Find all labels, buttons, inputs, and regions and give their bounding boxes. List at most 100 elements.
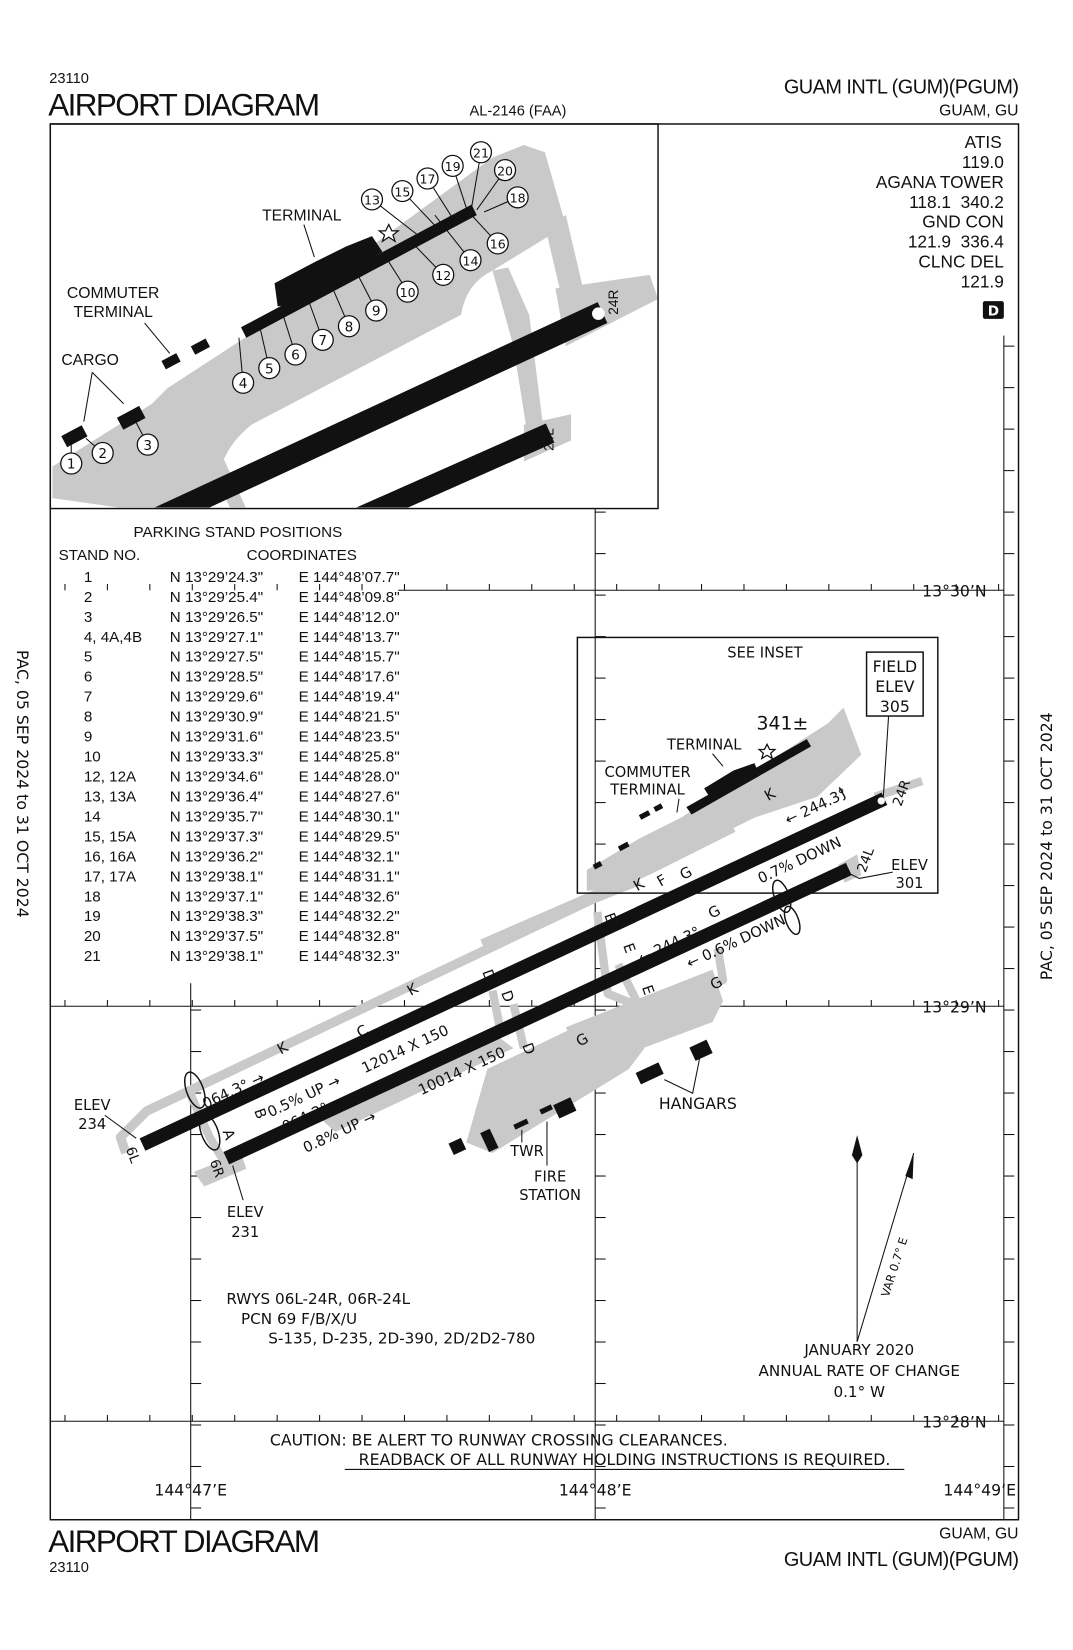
parking-stand-number: 12, 12A bbox=[84, 769, 137, 786]
stand-marker[interactable]: 10 bbox=[387, 259, 419, 303]
stand-marker[interactable]: 17 bbox=[416, 167, 454, 219]
runway-end-6r: 6R bbox=[206, 1157, 227, 1180]
parking-stand-number: 15, 15A bbox=[84, 828, 137, 845]
runway-6l-24r[interactable] bbox=[139, 792, 888, 1151]
magnetic-variation: VAR 0.7° E JANUARY 2020 ANNUAL RATE OF C… bbox=[759, 1135, 960, 1401]
runway-info-line: RWYS 06L-24R, 06R-24L bbox=[226, 1290, 410, 1308]
stand-marker[interactable]: 6 bbox=[282, 314, 307, 366]
inset-terminal-label: TERMINAL bbox=[262, 207, 342, 224]
parking-stand-longitude: E 144°48’28.0" bbox=[299, 769, 400, 786]
stand-number: 3 bbox=[143, 438, 152, 454]
stand-marker[interactable]: 5 bbox=[258, 327, 281, 380]
stand-marker[interactable]: 19 bbox=[441, 154, 467, 208]
runway-end-24l: 24L bbox=[854, 845, 878, 874]
stand-marker[interactable]: 18 bbox=[483, 186, 529, 213]
parking-stand-number: 14 bbox=[84, 808, 101, 825]
parking-stand-longitude: E 144°48’27.6" bbox=[299, 788, 400, 805]
taxiway-label: D bbox=[478, 967, 498, 983]
parking-stand-latitude: N 13°29’35.7" bbox=[170, 808, 263, 825]
d-symbol-letter: D bbox=[988, 304, 999, 320]
parking-stand-longitude: E 144°48’09.8" bbox=[299, 589, 400, 606]
effective-dates-left: PAC, 05 SEP 2024 to 31 OCT 2024 bbox=[13, 650, 32, 918]
stand-marker[interactable]: 9 bbox=[357, 275, 388, 322]
stand-marker[interactable]: 20 bbox=[476, 158, 517, 211]
stand-marker[interactable]: 2 bbox=[85, 437, 114, 465]
parking-stand-number: 1 bbox=[84, 569, 92, 586]
longitude-label-144-48: 144°48’E bbox=[559, 1481, 632, 1500]
parking-stand-markers: 1 2 3 4 5 6 7 8 9 10 12 13 14 15 16 17 1… bbox=[60, 141, 529, 475]
parking-stand-latitude: N 13°29’25.4" bbox=[170, 589, 263, 606]
parking-stand-latitude: N 13°29’28.5" bbox=[170, 669, 263, 686]
parking-stand-latitude: N 13°29’36.2" bbox=[170, 848, 263, 865]
inset-runway-24r: 24R bbox=[606, 290, 621, 315]
stand-marker[interactable]: 3 bbox=[135, 422, 159, 456]
caution-line-1: CAUTION: BE ALERT TO RUNWAY CROSSING CLE… bbox=[270, 1430, 728, 1449]
stand-marker[interactable]: 12 bbox=[413, 244, 455, 286]
parking-col-coords: COORDINATES bbox=[247, 547, 357, 564]
variation-date: JANUARY 2020 bbox=[803, 1341, 914, 1359]
stand-marker[interactable]: 4 bbox=[231, 337, 255, 394]
parking-stand-number: 9 bbox=[84, 729, 92, 746]
parking-stand-latitude: N 13°29’38.1" bbox=[170, 948, 263, 965]
runway-end-6l: 6L bbox=[122, 1145, 143, 1166]
inset-runway-24l: 24L bbox=[541, 428, 556, 451]
footer-location: GUAM, GU bbox=[939, 1526, 1018, 1543]
see-inset-label[interactable]: SEE INSET bbox=[727, 644, 802, 661]
page-title: AIRPORT DIAGRAM bbox=[48, 88, 318, 123]
see-inset-box[interactable] bbox=[576, 636, 939, 894]
true-north-arrow-icon bbox=[851, 1135, 863, 1164]
parking-stand-longitude: E 144°48’25.8" bbox=[299, 749, 400, 766]
stand-marker[interactable]: 1 bbox=[60, 440, 83, 475]
parking-stand-longitude: E 144°48’32.2" bbox=[299, 908, 400, 925]
chart-number: 23110 bbox=[49, 71, 89, 87]
field-elev-label: FIELD bbox=[873, 657, 917, 676]
runway-6r-24l[interactable] bbox=[223, 862, 852, 1165]
stand-marker[interactable]: 21 bbox=[469, 141, 493, 208]
header: 23110 AIRPORT DIAGRAM AL-2146 (FAA) GUAM… bbox=[48, 71, 1019, 123]
fire-station-label-2: STATION bbox=[519, 1187, 581, 1204]
stand-marker[interactable]: 8 bbox=[332, 289, 361, 338]
freq-atis-label: ATIS bbox=[965, 132, 1002, 152]
parking-stand-longitude: E 144°48’32.3" bbox=[299, 948, 400, 965]
parking-stand-latitude: N 13°29’36.4" bbox=[170, 788, 263, 805]
stand-marker[interactable]: 13 bbox=[360, 188, 420, 237]
parking-stand-number: 10 bbox=[84, 749, 101, 766]
stand-number: 20 bbox=[497, 163, 513, 178]
parking-stand-longitude: E 144°48’12.0" bbox=[299, 609, 400, 626]
parking-stand-number: 17, 17A bbox=[84, 868, 137, 885]
parking-stand-number: 5 bbox=[84, 649, 92, 666]
terminal-label: TERMINAL bbox=[666, 737, 742, 754]
runway-info-line: PCN 69 F/B/X/U bbox=[241, 1310, 357, 1328]
commuter-terminal-label: COMMUTER bbox=[604, 764, 690, 781]
frequency-list: ATIS 119.0 AGANA TOWER 118.1 340.2 GND C… bbox=[876, 132, 1004, 291]
stand-number: 13 bbox=[364, 193, 380, 208]
parking-stand-latitude: N 13°29’37.5" bbox=[170, 928, 263, 945]
airport-location: GUAM, GU bbox=[939, 103, 1018, 120]
fire-station-label: FIRE bbox=[534, 1168, 566, 1185]
latitude-label-13-29: 13°29’N bbox=[922, 998, 987, 1017]
parking-stand-latitude: N 13°29’33.3" bbox=[170, 749, 263, 766]
stand-number: 12 bbox=[435, 268, 451, 283]
parking-stand-longitude: E 144°48’30.1" bbox=[299, 808, 400, 825]
parking-stand-longitude: E 144°48’32.6" bbox=[299, 888, 400, 905]
footer-title: AIRPORT DIAGRAM bbox=[48, 1524, 318, 1559]
magnetic-north-arrow-icon bbox=[905, 1152, 914, 1180]
stand-number: 9 bbox=[372, 304, 381, 320]
footer: AIRPORT DIAGRAM 23110 GUAM, GU GUAM INTL… bbox=[48, 1524, 1019, 1576]
parking-stand-table: PARKING STAND POSITIONS STAND NO. COORDI… bbox=[59, 524, 400, 965]
commuter-terminal-label-2: TERMINAL bbox=[609, 782, 685, 799]
stand-marker[interactable]: 7 bbox=[308, 301, 334, 351]
parking-stand-latitude: N 13°29’26.5" bbox=[170, 609, 263, 626]
parking-stand-number: 13, 13A bbox=[84, 788, 137, 805]
stand-marker[interactable]: 16 bbox=[471, 214, 509, 255]
stand-marker[interactable]: 14 bbox=[434, 214, 482, 272]
stand-marker[interactable]: 15 bbox=[391, 179, 439, 230]
parking-stand-longitude: E 144°48’21.5" bbox=[299, 709, 400, 726]
stand-number: 1 bbox=[67, 457, 76, 473]
parking-stand-number: 6 bbox=[84, 669, 92, 686]
stand-number: 14 bbox=[462, 253, 478, 268]
inset-commuter-label: COMMUTER bbox=[67, 285, 159, 302]
stand-number: 2 bbox=[98, 446, 107, 462]
elev-6l-value: 234 bbox=[78, 1116, 106, 1133]
